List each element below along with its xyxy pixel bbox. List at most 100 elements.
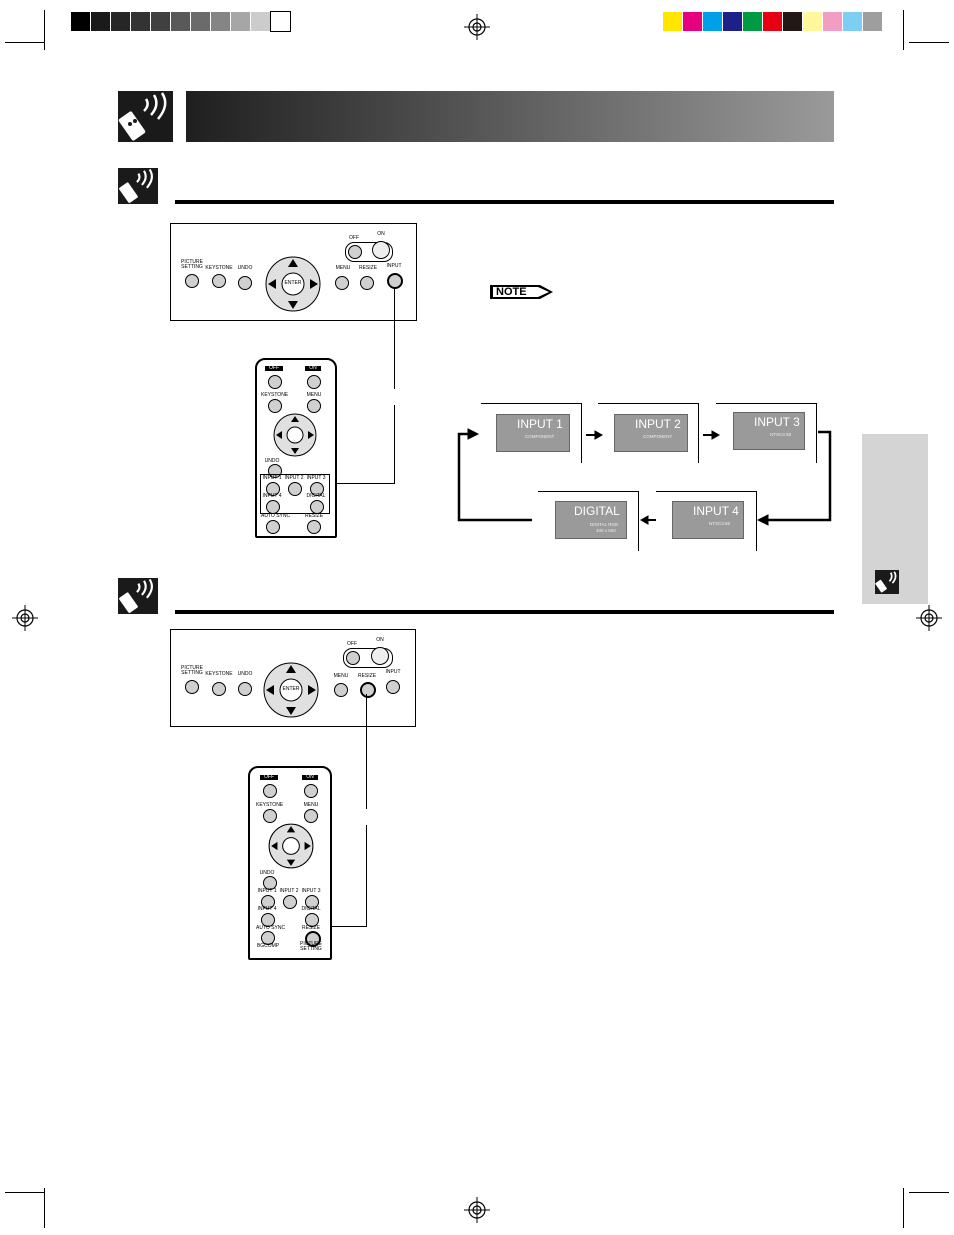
color-swatch [783, 12, 802, 31]
resize-button[interactable] [307, 520, 321, 534]
gray-swatch [231, 12, 250, 31]
auto-sync-label: AUTO SYNC [256, 925, 286, 931]
keystone-button[interactable] [263, 809, 277, 823]
remote-control: OFF ON KEYSTONE MENU UNDO INPUT 1 INPUT … [248, 766, 332, 960]
off-button[interactable] [263, 784, 277, 798]
keystone-button[interactable] [212, 682, 226, 696]
on-button[interactable] [371, 647, 389, 665]
input2-button[interactable] [283, 895, 297, 909]
resize-button[interactable] [360, 276, 374, 290]
picture-setting-button[interactable] [185, 274, 199, 288]
undo-label: UNDO [237, 265, 253, 271]
picture-setting-label: PICTURE SETTING [181, 259, 203, 270]
input4-title: INPUT 4 [693, 504, 739, 518]
input1-button[interactable] [261, 895, 275, 909]
power-switch[interactable] [343, 648, 393, 668]
directional-pad[interactable] [267, 822, 315, 870]
frame-line [598, 403, 699, 404]
digital-button[interactable] [310, 500, 324, 514]
callout-line [394, 405, 395, 483]
gray-swatch [171, 12, 190, 31]
crop-mark [5, 1192, 45, 1193]
registration-mark-icon [12, 605, 38, 631]
menu-label: MENU [306, 392, 322, 398]
keystone-label: KEYSTONE [205, 671, 233, 677]
menu-button[interactable] [335, 276, 349, 290]
color-bar [663, 12, 884, 31]
input4-button[interactable] [261, 913, 275, 927]
on-label: ON [376, 637, 384, 643]
color-swatch [743, 12, 762, 31]
crop-mark [909, 1192, 949, 1193]
projector-control-panel: PICTURE SETTING KEYSTONE UNDO ENTER MENU… [170, 223, 417, 321]
input4-button[interactable] [266, 500, 280, 514]
digital-sub2: 400 x 600 [596, 528, 616, 533]
auto-sync-button[interactable] [266, 520, 280, 534]
keystone-label: KEYSTONE [205, 265, 233, 271]
directional-pad[interactable] [272, 412, 318, 458]
frame-line [481, 403, 582, 404]
directional-pad[interactable] [263, 254, 323, 314]
input3-button[interactable] [305, 895, 319, 909]
off-button[interactable] [348, 245, 362, 259]
input-button[interactable] [386, 680, 400, 694]
power-switch[interactable] [345, 242, 393, 262]
side-tab [862, 434, 928, 604]
input-label: INPUT [386, 263, 402, 269]
keystone-button[interactable] [268, 399, 282, 413]
undo-button[interactable] [263, 876, 277, 890]
resize-button[interactable] [305, 931, 321, 947]
frame-line [716, 403, 817, 404]
input2-screen: INPUT 2 COMPONENT [614, 414, 688, 452]
input2-button[interactable] [288, 482, 302, 496]
auto-sync-button[interactable] [261, 931, 275, 945]
input4-label: INPUT 4 [257, 906, 277, 912]
resize-label: RESIZE [304, 513, 324, 519]
undo-button[interactable] [238, 682, 252, 696]
undo-label: UNDO [264, 458, 280, 464]
frame-line [581, 403, 582, 463]
on-button[interactable] [372, 241, 390, 259]
picture-setting-label: PICTURE SETTING [300, 941, 322, 952]
on-button[interactable] [307, 375, 321, 389]
crop-mark [903, 10, 904, 50]
on-label: ON [302, 775, 318, 780]
picture-setting-button[interactable] [185, 680, 199, 694]
callout-line [366, 825, 367, 926]
on-label: ON [377, 231, 385, 237]
color-swatch [843, 12, 862, 31]
off-label: OFF [265, 366, 283, 371]
input-buttons-highlight [260, 474, 330, 514]
resize-button[interactable] [360, 682, 376, 698]
undo-label: UNDO [237, 671, 253, 677]
auto-sync-label: AUTO SYNC [261, 513, 291, 519]
menu-button[interactable] [307, 399, 321, 413]
section-rule [175, 610, 834, 614]
digital-button[interactable] [305, 913, 319, 927]
input-button[interactable] [387, 273, 403, 289]
off-button[interactable] [268, 375, 282, 389]
undo-button[interactable] [238, 276, 252, 290]
digital-sub: DIGITAL RGB [590, 522, 619, 527]
on-button[interactable] [304, 784, 318, 798]
gray-swatch [191, 12, 210, 31]
gray-swatch [211, 12, 230, 31]
off-label: OFF [347, 641, 357, 647]
input4-screen: INPUT 4 NTSC3.58 [672, 501, 744, 539]
crop-mark [44, 10, 45, 50]
picture-setting-label: PICTURE SETTING [181, 665, 203, 676]
remote-control-icon [118, 168, 158, 204]
input1-button[interactable] [266, 482, 280, 496]
color-swatch [703, 12, 722, 31]
input3-sub: NTSC3.58 [770, 432, 792, 437]
menu-button[interactable] [334, 683, 348, 697]
menu-button[interactable] [304, 809, 318, 823]
input3-button[interactable] [310, 482, 324, 496]
directional-pad[interactable] [261, 660, 321, 720]
callout-line [325, 483, 395, 484]
off-button[interactable] [346, 651, 360, 665]
keystone-label: KEYSTONE [261, 392, 289, 398]
resize-label: RESIZE [301, 925, 321, 931]
gray-swatch [251, 12, 270, 31]
keystone-button[interactable] [212, 274, 226, 288]
